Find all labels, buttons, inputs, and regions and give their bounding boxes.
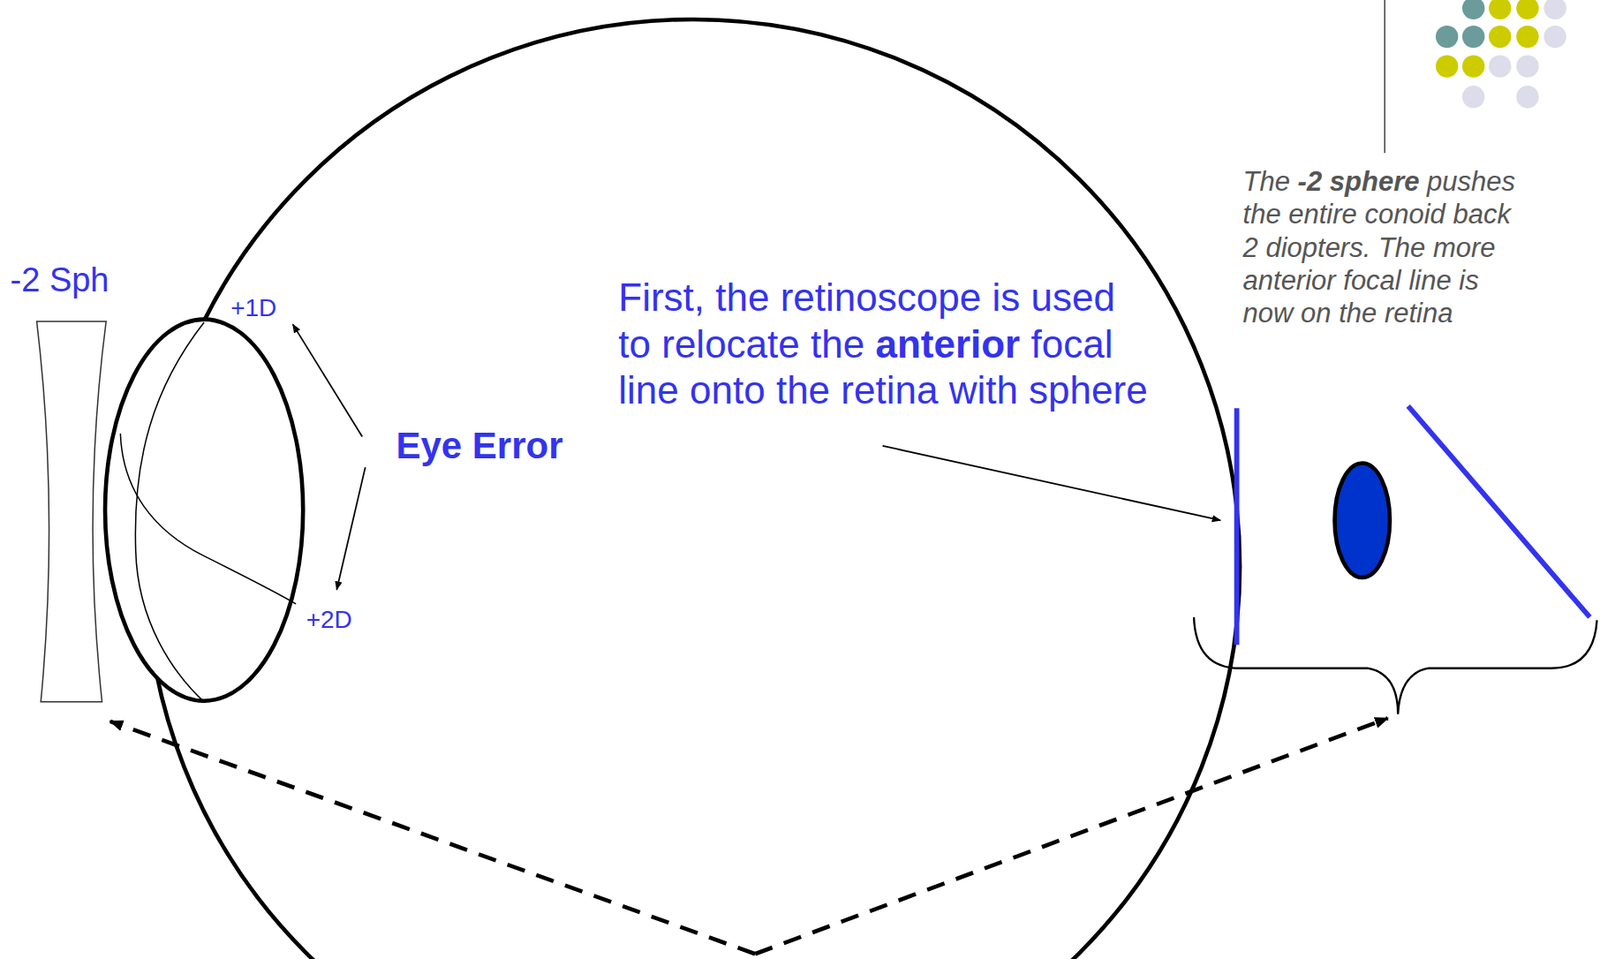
circle-of-least-confusion: [1335, 463, 1390, 578]
text-word: The: [1378, 232, 1426, 264]
concave-lens: [37, 321, 107, 702]
text-word: The: [1243, 166, 1291, 197]
side-note: The -2 sphere pushes the entire conoid b…: [1243, 165, 1517, 330]
meridian-power: +2D: [306, 605, 353, 634]
text-word: the: [1243, 198, 1282, 230]
leader-arrow: [293, 324, 363, 437]
dot: [1543, 0, 1566, 20]
text-word: conoid: [1364, 198, 1445, 230]
conoid-brace: [1193, 617, 1597, 715]
dot: [1516, 25, 1539, 48]
meridian-power: +1D: [230, 294, 277, 323]
text-word: sphere: [1028, 368, 1148, 412]
text-word: anterior: [875, 322, 1020, 366]
text-word: back: [1452, 198, 1510, 230]
text-word: to: [618, 322, 651, 366]
corner-dots: [1435, 0, 1567, 108]
text-word: First,: [618, 275, 705, 319]
text-word: diopters.: [1265, 232, 1371, 264]
eyeball-outline: [145, 19, 1240, 959]
pointer-arrow: [883, 445, 1222, 521]
text-word: on: [1300, 297, 1331, 329]
dot: [1488, 0, 1511, 20]
lens-curve: [135, 322, 204, 702]
text-word: focal: [1030, 322, 1113, 366]
text-word: used: [1030, 275, 1115, 319]
callout-title: Eye Error: [395, 424, 563, 468]
posterior-focal-line: [1408, 406, 1591, 618]
text-word: retinoscope: [780, 275, 982, 319]
dot: [1516, 0, 1539, 20]
dot: [1462, 0, 1485, 20]
text-word: pushes: [1426, 166, 1516, 197]
dashed-arrow: [754, 717, 1388, 954]
anterior-focal-line: [1234, 407, 1240, 645]
dot: [1488, 54, 1511, 77]
dashed-arrow: [110, 721, 755, 954]
leader-arrow: [336, 467, 365, 590]
text-word: more: [1433, 232, 1496, 264]
text-word: now: [1243, 297, 1294, 329]
dot: [1516, 85, 1539, 108]
corner-rule: [1383, 0, 1385, 153]
lens-power-label: -2 Sph: [10, 261, 110, 301]
text-word: entire: [1288, 198, 1358, 230]
text-word: anterior: [1243, 264, 1336, 296]
text-word: the: [776, 368, 831, 412]
text-word: 2: [1243, 232, 1259, 264]
text-word: the: [715, 275, 770, 319]
text-word: retina: [1384, 297, 1454, 329]
dot: [1543, 25, 1566, 48]
text-word: relocate: [661, 322, 800, 366]
text-word: onto: [689, 368, 766, 412]
text-word: with: [949, 368, 1019, 412]
dot: [1462, 54, 1485, 77]
text-word: focal: [1343, 264, 1401, 296]
text-word: retina: [840, 368, 938, 412]
dot: [1462, 25, 1485, 48]
dot: [1488, 25, 1511, 48]
text-word: the: [1338, 297, 1377, 329]
dot: [1435, 54, 1458, 77]
explanation-text: First, the retinoscope is used to reloca…: [618, 274, 1148, 415]
text-word: is: [1458, 264, 1479, 296]
dot: [1516, 54, 1539, 77]
dot: [1435, 25, 1458, 48]
dot: [1462, 85, 1485, 108]
text-word: line: [1408, 264, 1451, 296]
text-word: is: [991, 275, 1020, 319]
text-word: the: [810, 322, 865, 366]
lens-curve: [120, 433, 296, 604]
text-word: sphere: [1329, 166, 1420, 197]
text-word: line: [618, 368, 680, 412]
eye-lens: [105, 319, 303, 702]
text-word: -2: [1298, 166, 1323, 197]
